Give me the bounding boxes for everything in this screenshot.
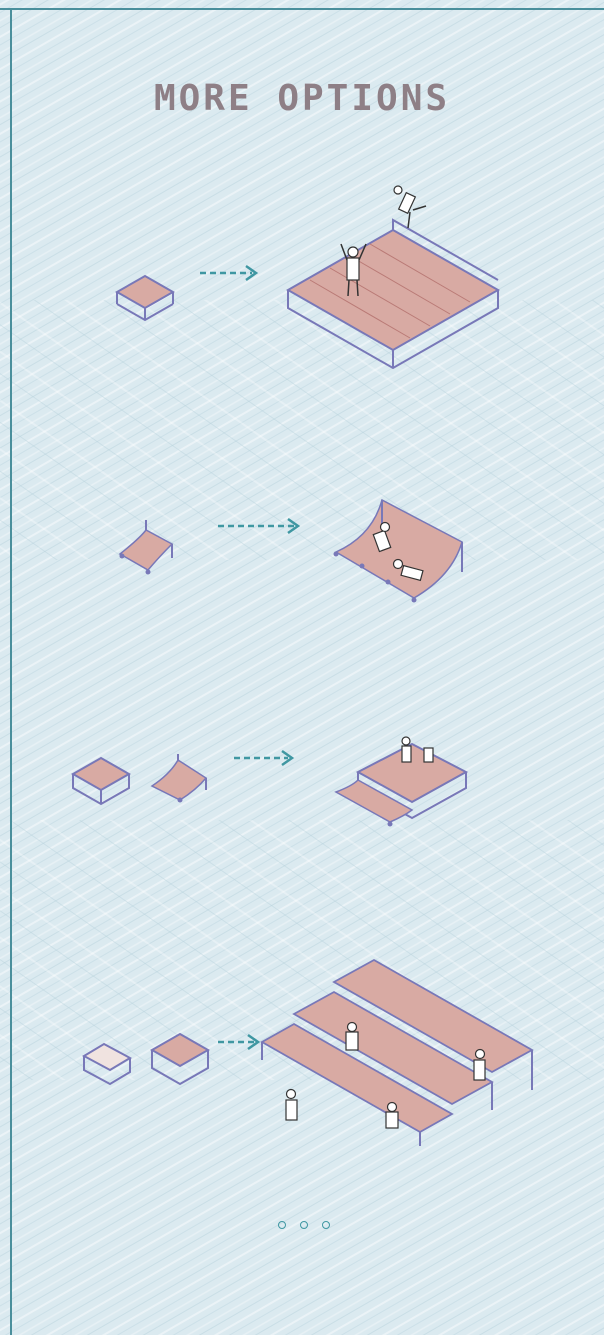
small-ramp-module-icon	[152, 754, 206, 803]
small-ramp-module-icon	[120, 520, 173, 575]
bench-and-chair-to-bleachers-illustration	[0, 950, 604, 1150]
ramp-to-curved-lounge-illustration	[0, 480, 604, 620]
page-dot-1[interactable]	[278, 1221, 286, 1229]
square-platform-to-large-deck-illustration	[0, 180, 604, 380]
small-chair-module-icon	[152, 1034, 208, 1084]
dashed-arrow-icon	[200, 266, 256, 280]
dashed-arrow-icon	[218, 1035, 258, 1049]
small-platform-module-icon	[117, 276, 173, 320]
jumping-figure-icon	[394, 186, 426, 228]
box-and-ramp-to-combined-illustration	[0, 730, 604, 840]
page-dot-3[interactable]	[322, 1221, 330, 1229]
dashed-arrow-icon	[234, 751, 292, 765]
page-dot-2[interactable]	[300, 1221, 308, 1229]
large-deck-platform-icon	[288, 220, 498, 368]
curved-lounge-icon	[334, 500, 463, 603]
small-box-module-icon	[73, 758, 129, 804]
dashed-arrow-icon	[218, 519, 298, 533]
page-title: MORE OPTIONS	[0, 78, 604, 119]
combined-platform-icon	[336, 744, 466, 827]
frame-top-border	[0, 8, 604, 10]
pagination-dots	[278, 1221, 330, 1229]
small-bench-module-icon	[84, 1044, 130, 1084]
